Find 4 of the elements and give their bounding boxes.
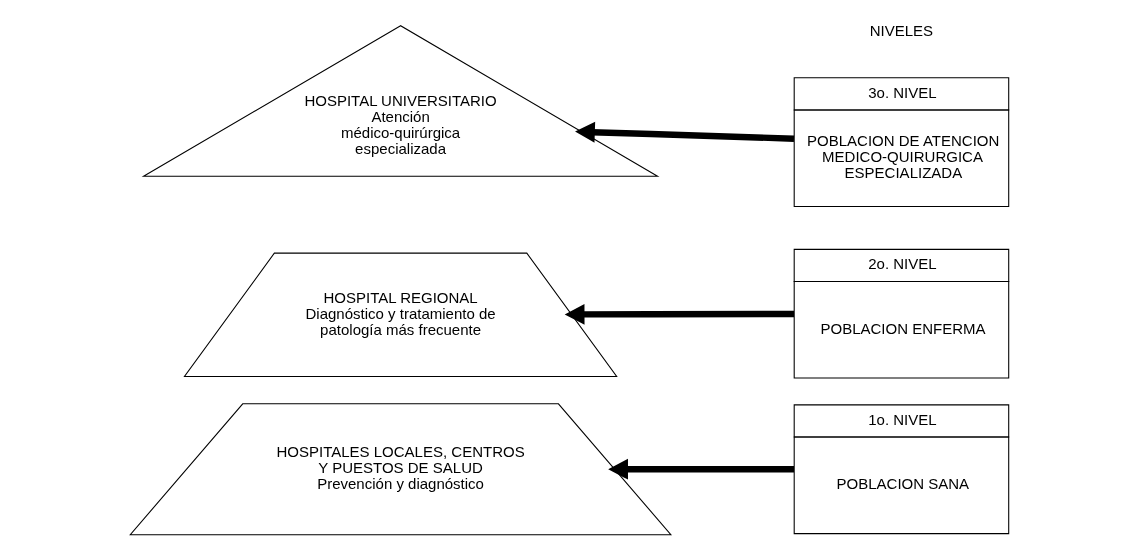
label: NIVELES (869, 21, 933, 39)
arrow (607, 458, 794, 480)
arrow (574, 121, 794, 143)
arrow (564, 304, 794, 325)
